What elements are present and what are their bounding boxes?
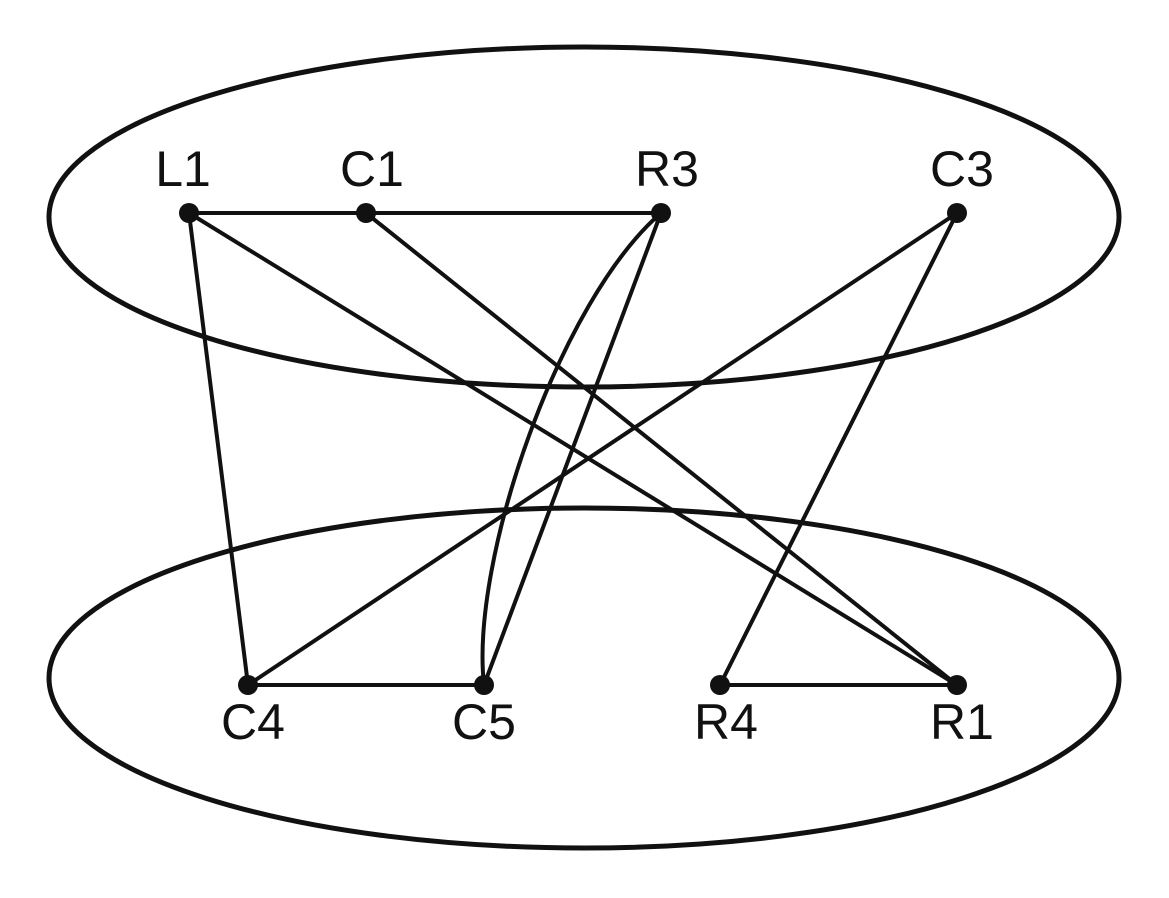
node-c4	[238, 675, 258, 695]
node-c3	[947, 203, 967, 223]
edge-r3-c5-2	[480, 211, 663, 687]
node-r1	[947, 675, 967, 695]
edge-r3-c5	[482, 211, 663, 687]
node-label-c3: C3	[930, 141, 994, 197]
node-c1	[356, 203, 376, 223]
node-label-r1: R1	[930, 694, 994, 750]
node-l1	[179, 203, 199, 223]
edges-layer	[187, 211, 959, 687]
node-c5	[474, 675, 494, 695]
edge-c3-c4	[246, 211, 959, 687]
edge-l1-c4	[187, 211, 250, 687]
node-label-r4: R4	[694, 694, 758, 750]
node-label-c4: C4	[221, 694, 285, 750]
node-r3	[651, 203, 671, 223]
node-label-c5: C5	[452, 694, 516, 750]
edge-c3-r4	[718, 211, 959, 687]
node-label-l1: L1	[155, 141, 211, 197]
node-label-r3: R3	[635, 141, 699, 197]
node-r4	[710, 675, 730, 695]
edge-c1-r1	[364, 211, 959, 687]
node-label-c1: C1	[340, 141, 404, 197]
bottom-group-ellipse	[46, 505, 1122, 851]
